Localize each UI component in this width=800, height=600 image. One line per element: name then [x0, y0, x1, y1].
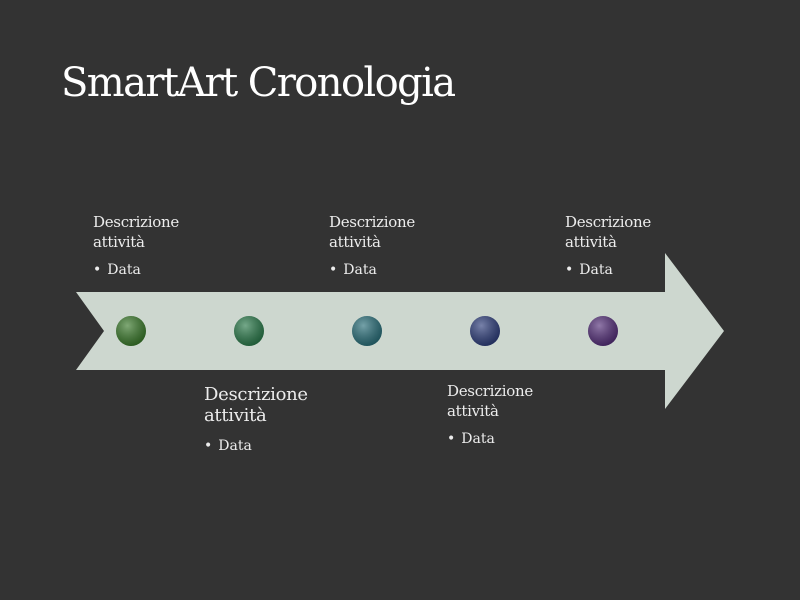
event-description: Descrizione attività [204, 384, 308, 426]
timeline-arrow [76, 253, 724, 409]
event-description: Descrizione attività [565, 213, 651, 251]
event-date: Data [329, 261, 479, 279]
timeline-event-3: Descrizione attività Data [329, 212, 479, 279]
timeline-event-2: Descrizione attività Data [204, 384, 354, 455]
timeline-event-1: Descrizione attività Data [93, 212, 243, 279]
event-detail-list: Data [329, 261, 479, 279]
event-detail-list: Data [447, 430, 597, 448]
event-description: Descrizione attività [447, 382, 533, 420]
slide-title: SmartArt Cronologia [61, 60, 456, 106]
timeline-marker-shade-1 [116, 316, 146, 346]
timeline-marker-shade-4 [470, 316, 500, 346]
event-detail-list: Data [565, 261, 715, 279]
timeline-marker-shade-3 [352, 316, 382, 346]
event-date: Data [93, 261, 243, 279]
event-detail-list: Data [93, 261, 243, 279]
timeline-marker-shade-5 [588, 316, 618, 346]
event-detail-list: Data [204, 437, 354, 455]
event-date: Data [565, 261, 715, 279]
timeline-event-5: Descrizione attività Data [565, 212, 715, 279]
event-description: Descrizione attività [329, 213, 415, 251]
event-description: Descrizione attività [93, 213, 179, 251]
timeline-marker-shade-2 [234, 316, 264, 346]
event-date: Data [204, 437, 354, 455]
event-date: Data [447, 430, 597, 448]
timeline-event-4: Descrizione attività Data [447, 381, 597, 448]
